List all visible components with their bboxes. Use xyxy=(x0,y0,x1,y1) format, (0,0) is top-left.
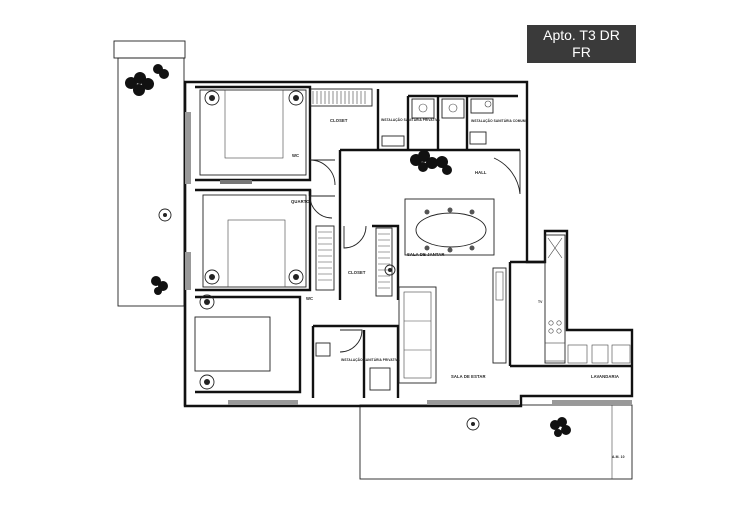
closet-top xyxy=(309,88,373,107)
label-inst-sanitaria-bottom: INSTALAÇÃO SANITÁRIA PRIVATIVA xyxy=(341,357,401,362)
closet-mid xyxy=(315,225,393,297)
label-closet-mid: CLOSET xyxy=(348,270,366,275)
label-hall: HALL xyxy=(475,170,487,175)
door-swings xyxy=(309,150,521,353)
tree-icons xyxy=(125,64,571,437)
label-tv: TV xyxy=(538,300,543,304)
bed-3 xyxy=(194,294,271,390)
bath-bottom-fixtures xyxy=(315,342,391,391)
bath-top-fixtures xyxy=(381,98,494,147)
badge-line-2: FR xyxy=(572,44,591,60)
bed-2 xyxy=(202,194,307,288)
bed-1 xyxy=(199,89,307,176)
kitchen xyxy=(492,234,631,364)
label-quarto: QUARTO xyxy=(291,199,310,204)
label-inst-sanitaria-comum: INSTALAÇÃO SANITÁRIA COMUM xyxy=(471,118,526,123)
room-labels: CLOSET INSTALAÇÃO SANITÁRIA PRIVATIVA IN… xyxy=(291,117,625,459)
label-lavandaria: LAVANDARIA xyxy=(591,374,619,379)
label-inst-sanitaria-top: INSTALAÇÃO SANITÁRIA PRIVATIVA xyxy=(381,117,441,122)
label-wc1: WC xyxy=(292,153,299,158)
windows xyxy=(185,112,632,405)
label-sala-jantar: SALA DE JANTAR xyxy=(407,252,444,257)
label-area-tag: A.M. 10 xyxy=(612,455,625,459)
interior-walls xyxy=(195,85,632,398)
dining-table xyxy=(404,198,495,256)
label-closet-top: CLOSET xyxy=(330,118,348,123)
sofa xyxy=(398,286,437,384)
apartment-type-badge: Apto. T3 DR FR xyxy=(527,25,636,63)
badge-line-1: Apto. T3 DR xyxy=(543,27,620,43)
label-sala-estar: SALA DE ESTAR xyxy=(451,374,486,379)
bottom-terrace xyxy=(359,404,633,480)
plant-icons xyxy=(158,208,480,431)
label-wc2: WC xyxy=(306,296,313,301)
